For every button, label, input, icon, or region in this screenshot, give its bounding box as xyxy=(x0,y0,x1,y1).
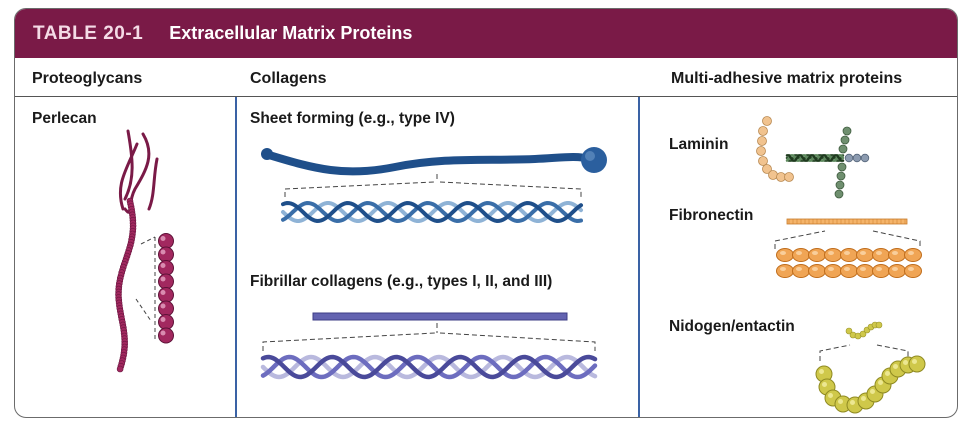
fibronectin-bead xyxy=(792,248,810,262)
title-bar: TABLE 20-1 Extracellular Matrix Proteins xyxy=(15,9,957,58)
perlecan-domain-bead xyxy=(158,314,174,330)
perlecan-bead xyxy=(116,365,124,373)
label-fibrillar: Fibrillar collagens (e.g., types I, II, … xyxy=(250,273,553,290)
nidogen-illustration xyxy=(815,321,926,414)
label-nidogen: Nidogen/entactin xyxy=(669,318,795,335)
fibronectin-bead xyxy=(776,248,794,262)
column-divider-1 xyxy=(235,97,237,417)
perlecan-domain-bead xyxy=(158,233,174,249)
laminin-bead xyxy=(835,180,845,190)
fibrillar-zoom-lines xyxy=(262,323,596,351)
perlecan-tails xyxy=(118,129,159,214)
fibronectin-bead xyxy=(824,248,842,262)
nidogen-domain-beads xyxy=(815,355,926,414)
helix-strand xyxy=(281,201,583,223)
column-header-multi-adhesive: Multi-adhesive matrix proteins xyxy=(671,70,903,87)
fibronectin-bead xyxy=(824,264,842,278)
fibronectin-bead xyxy=(840,248,858,262)
laminin-bead xyxy=(756,146,766,156)
collagen-iv-triple-helix xyxy=(281,200,583,224)
collagen-iv-small-globule xyxy=(261,148,273,160)
fibronectin-bead xyxy=(904,264,922,278)
table-number: TABLE 20-1 xyxy=(33,22,144,44)
fibronectin-bead xyxy=(888,264,906,278)
laminin-bead xyxy=(840,135,850,145)
perlecan-domain-bead xyxy=(158,246,174,263)
helix-strand xyxy=(281,200,583,224)
fibronectin-bead xyxy=(808,248,826,262)
laminin-bead xyxy=(844,153,854,163)
laminin-illustration xyxy=(756,116,870,199)
laminin-bead xyxy=(834,189,844,199)
helix-strand xyxy=(260,354,598,380)
nidogen-bead xyxy=(859,330,867,338)
table-title: Extracellular Matrix Proteins xyxy=(169,23,413,43)
perlecan-domain-bead xyxy=(158,260,174,276)
perlecan-domain-beads xyxy=(158,233,174,344)
perlecan-bead-chain xyxy=(115,197,137,373)
collagen-iv-large-globule xyxy=(581,147,607,173)
perlecan-domain-bead xyxy=(158,287,174,303)
fibronectin-bead xyxy=(872,248,890,262)
laminin-bead xyxy=(860,153,870,163)
laminin-bead xyxy=(762,164,772,174)
laminin-alpha-arm xyxy=(756,116,794,182)
helix-strand xyxy=(785,154,845,162)
perlecan-domain-bead xyxy=(158,327,174,344)
fibronectin-bead xyxy=(808,264,826,278)
label-fibronectin: Fibronectin xyxy=(669,207,754,224)
fibronectin-strand xyxy=(786,218,908,225)
label-laminin: Laminin xyxy=(669,136,729,153)
collagen-iv-rod xyxy=(265,151,595,176)
laminin-coiled-coil xyxy=(785,154,845,162)
label-sheet-forming: Sheet forming (e.g., type IV) xyxy=(250,110,455,127)
fibronectin-bead xyxy=(792,264,810,278)
fibrillar-rod xyxy=(312,312,568,321)
collagen-iv-zoom-lines xyxy=(284,174,582,197)
column-header-collagens: Collagens xyxy=(250,70,327,87)
column-header-proteoglycans: Proteoglycans xyxy=(32,70,143,87)
fibronectin-domain-beads xyxy=(776,248,922,278)
perlecan-domain-bead xyxy=(158,300,174,317)
header-divider xyxy=(15,96,957,97)
nidogen-small-beads xyxy=(845,321,883,340)
nidogen-bead xyxy=(908,355,926,373)
laminin-beta-gamma-arms xyxy=(834,126,870,199)
helix-strand xyxy=(260,354,598,380)
fibronectin-zoom-lines xyxy=(774,230,921,249)
perlecan-zoom-lines xyxy=(135,236,156,339)
laminin-bead xyxy=(768,170,778,180)
perlecan-domain-bead xyxy=(158,273,174,290)
fibronectin-illustration xyxy=(774,218,922,278)
laminin-bead xyxy=(852,153,862,163)
label-perlecan: Perlecan xyxy=(32,110,97,127)
fibronectin-bead xyxy=(776,264,794,278)
table-frame: TABLE 20-1 Extracellular Matrix Proteins… xyxy=(14,8,958,418)
laminin-bead xyxy=(758,156,768,166)
fibronectin-bead xyxy=(856,264,874,278)
nidogen-bead xyxy=(875,321,883,329)
laminin-bead xyxy=(762,116,772,126)
fibrillar-collagen-illustration xyxy=(260,312,598,380)
laminin-bead xyxy=(758,126,768,136)
laminin-bead xyxy=(837,162,847,172)
helix-strand xyxy=(281,200,583,224)
laminin-bead xyxy=(842,126,852,136)
fibronectin-small-beads xyxy=(788,219,906,224)
perlecan-illustration xyxy=(115,129,174,373)
fibronectin-bead xyxy=(888,248,906,262)
column-divider-2 xyxy=(638,97,640,417)
laminin-bead xyxy=(784,172,794,182)
fibronectin-bead xyxy=(872,264,890,278)
laminin-bead xyxy=(836,171,846,181)
nidogen-bead xyxy=(845,327,853,335)
collagen-sheet-illustration xyxy=(261,147,607,224)
laminin-bead xyxy=(838,144,848,154)
fibronectin-bead xyxy=(856,248,874,262)
laminin-bead xyxy=(757,136,767,146)
fibrillar-triple-helix xyxy=(260,354,598,380)
nidogen-zoom-lines xyxy=(819,344,909,361)
fibronectin-bead xyxy=(840,264,858,278)
fibronectin-bead xyxy=(904,248,922,262)
